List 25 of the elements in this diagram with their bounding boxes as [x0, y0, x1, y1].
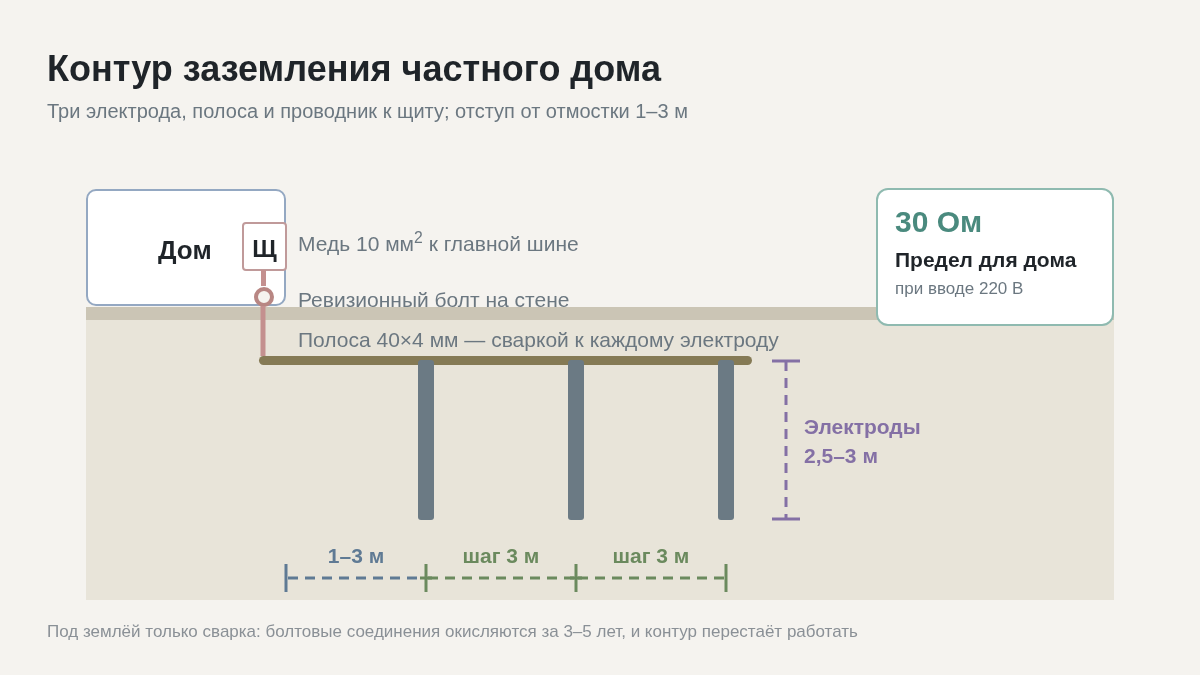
dimension-label: 1–3 м	[326, 543, 386, 569]
house-box	[86, 189, 286, 306]
house-label: Дом	[158, 234, 212, 267]
subtitle: Три электрода, полоса и проводник к щиту; отступ от отмостки 1–3 м	[47, 99, 688, 124]
dimension-label: шаг 3 м	[611, 543, 691, 569]
panel-box	[242, 222, 287, 271]
info-card	[876, 188, 1114, 326]
resistance-value: 30 Ом	[895, 204, 984, 240]
metal-bar	[259, 356, 752, 365]
title: Контур заземления частного дома	[47, 47, 661, 91]
footnote: Под землёй только сварка: болтовые соединения окисляются за 3–5 лет, и контур перестаёт работать	[47, 621, 858, 643]
inspection-bolt	[254, 287, 274, 307]
annotation-text: Ревизионный болт на стене	[298, 287, 570, 313]
conductor-wire	[261, 270, 266, 286]
card-heading: Предел для дома	[895, 247, 1078, 273]
metal-bar	[568, 360, 584, 520]
annotation-text: Полоса 40×4 мм — сваркой к каждому электроду	[298, 327, 779, 353]
annotation-text: Медь 10 мм$^{2}$ к главной шине	[298, 228, 579, 257]
conductor-wire	[260, 306, 266, 356]
dimension-label: Электроды 2,5–3 м	[804, 414, 922, 469]
metal-bar	[418, 360, 434, 520]
panel-label: Щ	[251, 234, 278, 264]
dimension-label: шаг 3 м	[461, 543, 541, 569]
metal-bar	[718, 360, 734, 520]
card-note: при вводе 220 В	[895, 277, 1025, 300]
